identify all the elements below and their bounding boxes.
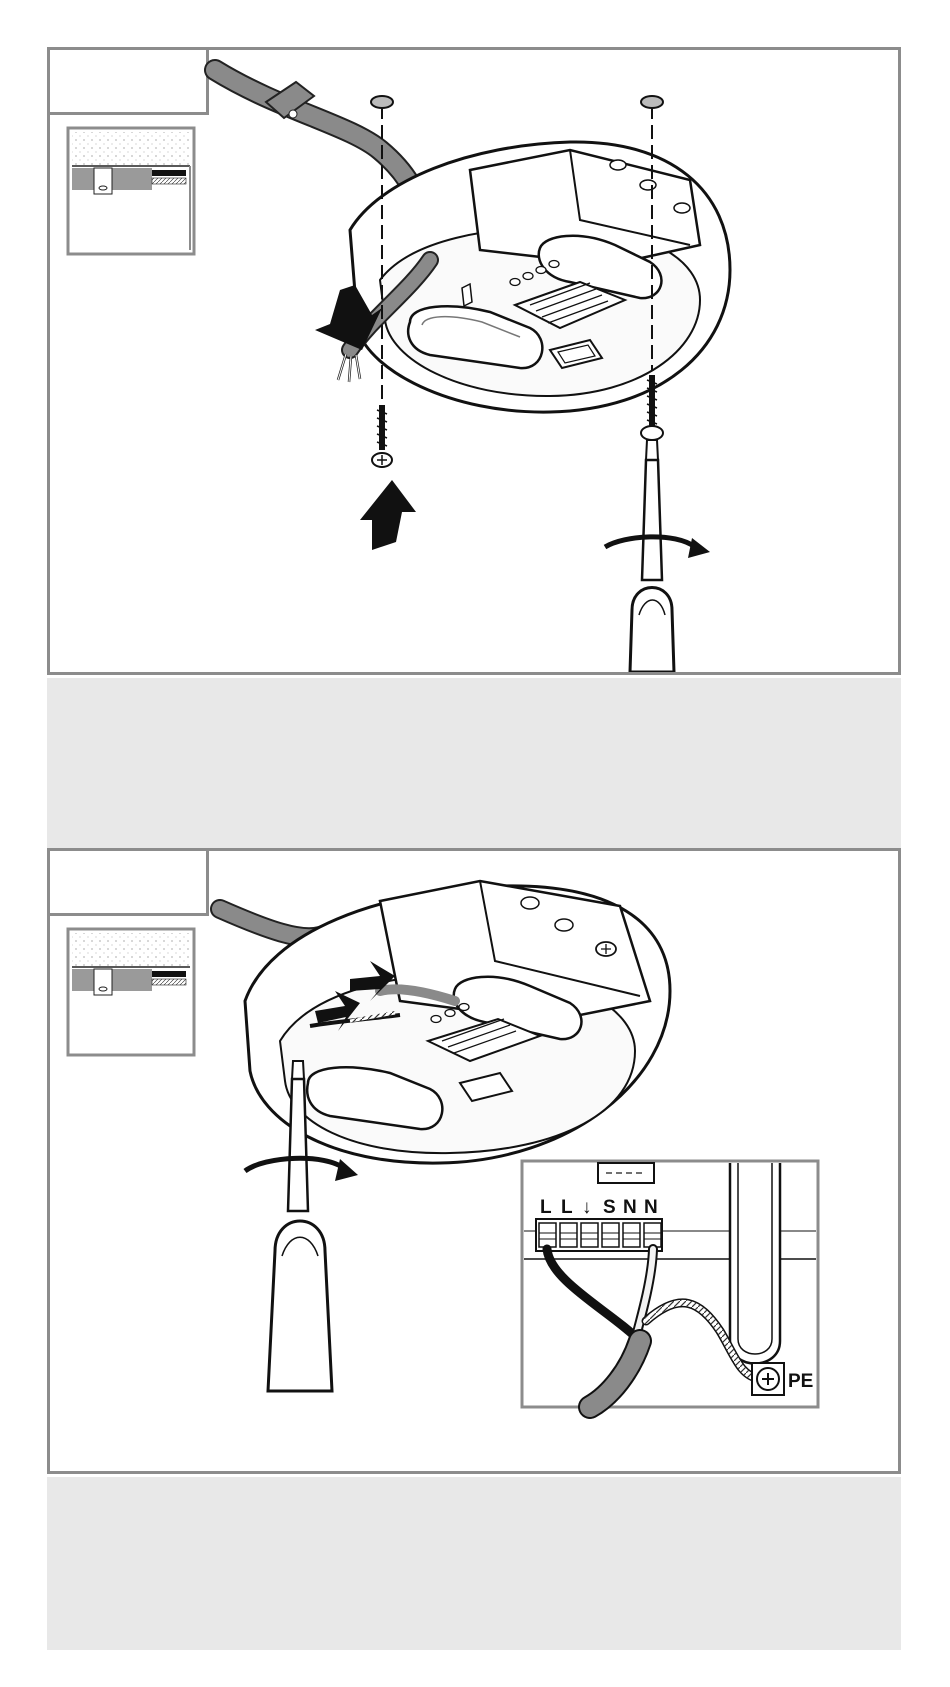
text-area-2 bbox=[47, 1477, 901, 1650]
terminal-block bbox=[536, 1219, 662, 1251]
screw-icon bbox=[372, 405, 392, 467]
ceiling-base-plate bbox=[245, 881, 670, 1163]
screwdriver-icon bbox=[630, 440, 674, 672]
terminal-label-s: S bbox=[603, 1197, 616, 1218]
ground-screw-icon bbox=[752, 1363, 784, 1395]
ground-label: PE bbox=[788, 1371, 813, 1392]
mounting-illustration bbox=[50, 50, 898, 672]
ceiling-detail-icon bbox=[68, 929, 194, 1055]
wall-plug-icon bbox=[371, 96, 663, 108]
terminal-label-n2: N bbox=[644, 1197, 658, 1218]
terminal-label-l1: L bbox=[540, 1197, 552, 1218]
terminal-detail-inset: L L ↓ S N N bbox=[522, 1161, 818, 1407]
arrow-up-icon bbox=[360, 480, 416, 550]
ceiling-detail-icon bbox=[68, 128, 194, 254]
wiring-illustration: L L ↓ S N N bbox=[50, 851, 898, 1471]
terminal-label-l2: L bbox=[561, 1197, 573, 1218]
terminal-label-ground: ↓ bbox=[582, 1197, 592, 1218]
terminal-label-n1: N bbox=[623, 1197, 637, 1218]
step-panel-wiring: L L ↓ S N N bbox=[47, 848, 901, 1474]
step-panel-mounting bbox=[47, 47, 901, 675]
text-area-1 bbox=[47, 678, 901, 848]
